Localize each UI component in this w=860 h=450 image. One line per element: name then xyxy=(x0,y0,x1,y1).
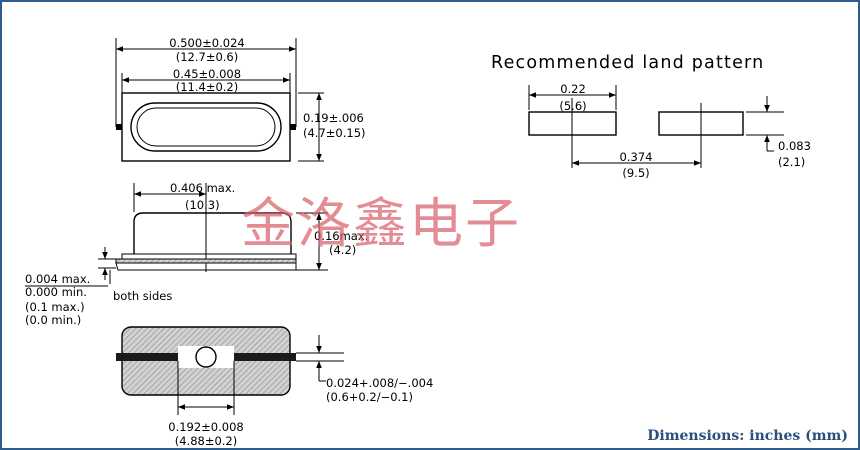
lead-thickness-label: 0.024+.008/−.004 xyxy=(326,376,433,390)
pad-length-label: 0.22 xyxy=(560,82,586,96)
side-length-label: 0.406 max. xyxy=(170,181,235,195)
side-view: 0.406 max. (10.3) 0.16max. (4.2) 0.004 m… xyxy=(25,181,368,327)
pitch-label: 0.374 xyxy=(620,150,653,164)
inner-length-label: 0.45±0.008 xyxy=(173,67,241,81)
top-view: 0.500±0.024 (12.7±0.6) 0.45±0.008 (11.4±… xyxy=(115,36,366,162)
pad-length-mm-label: (5.6) xyxy=(559,99,586,113)
standoff-max-label: 0.004 max. xyxy=(25,272,90,286)
pad-width-label: 0.083 xyxy=(778,139,811,153)
side-length-mm-label: (10.3) xyxy=(185,198,220,212)
width-mm-label: (4.7±0.15) xyxy=(303,126,366,140)
bottom-view: 0.024+.008/−.004 (0.6+0.2/−0.1) 0.192±0.… xyxy=(116,326,433,448)
inner-length-mm-label: (11.4±0.2) xyxy=(176,80,239,94)
watermark-text: 金洛鑫电子 xyxy=(241,192,521,255)
land-pattern: Recommended land pattern 0.22 (5.6) 0.37… xyxy=(491,53,811,180)
pad-width-mm-label: (2.1) xyxy=(778,155,805,169)
standoff-min-mm-label: (0.0 min.) xyxy=(25,313,81,327)
overall-length-mm-label: (12.7±0.6) xyxy=(176,50,239,64)
land-pattern-title: Recommended land pattern xyxy=(491,53,764,73)
width-label: 0.19±.006 xyxy=(303,111,364,125)
height-mm-label: (4.2) xyxy=(329,243,356,257)
both-sides-label: both sides xyxy=(113,289,172,303)
standoff-max-mm-label: (0.1 max.) xyxy=(25,300,85,314)
standoff-min-label: 0.000 min. xyxy=(25,285,87,299)
height-label: 0.16max. xyxy=(314,229,368,243)
pitch-mm-label: (9.5) xyxy=(622,166,649,180)
pad-spacing-label: 0.192±0.008 xyxy=(168,420,243,434)
pad-spacing-mm-label: (4.88±0.2) xyxy=(175,434,238,448)
units-footnote: Dimensions: inches (mm) xyxy=(647,428,848,444)
overall-length-label: 0.500±0.024 xyxy=(169,36,244,50)
lead-thickness-mm-label: (0.6+0.2/−0.1) xyxy=(326,390,413,404)
